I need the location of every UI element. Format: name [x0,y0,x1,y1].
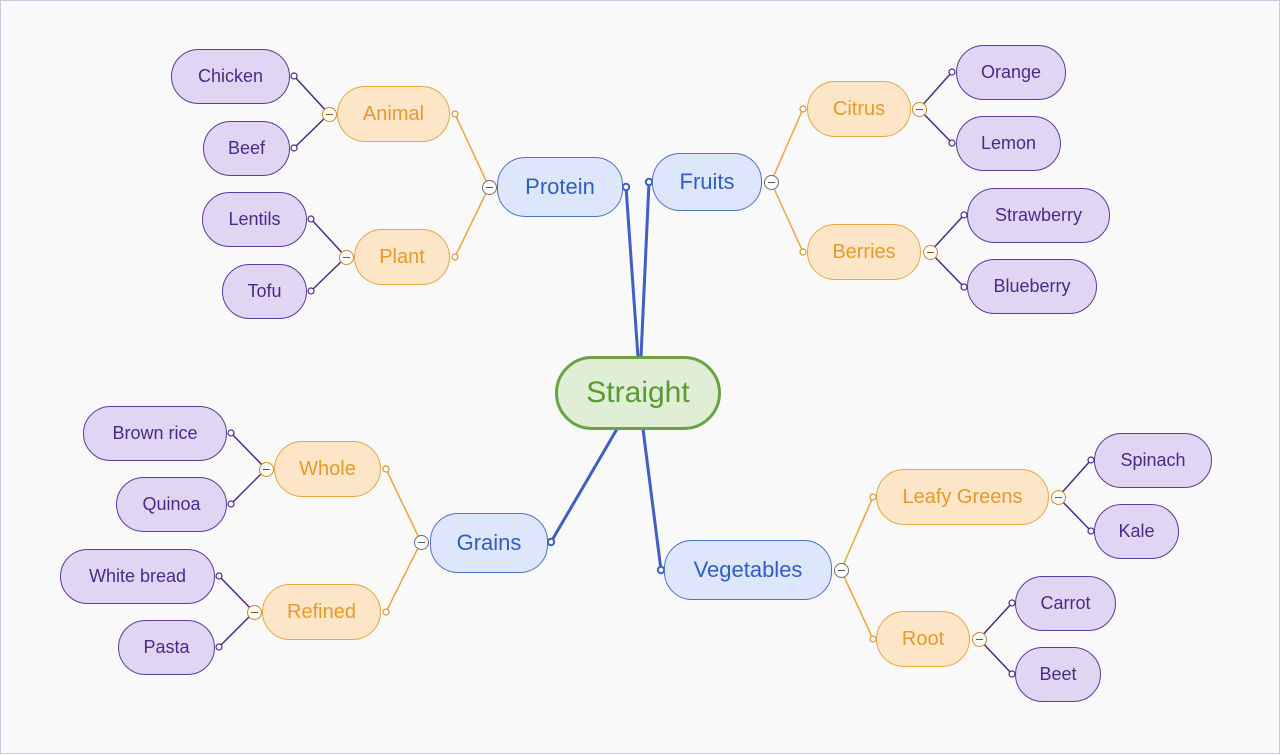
link-root-grains [549,428,619,543]
link-fruits-berries [770,181,804,253]
collapse-toggle-berries[interactable] [923,245,938,260]
link-dot [307,287,315,295]
link-dot [215,643,223,651]
link-plant-lentils [310,218,347,258]
link-protein-animal [454,113,490,188]
node-beef[interactable]: Beef [203,121,290,176]
link-dot [799,105,807,113]
node-plant[interactable]: Plant [354,229,450,285]
node-grains[interactable]: Grains [430,513,548,573]
collapse-toggle-protein[interactable] [482,180,497,195]
node-fruits[interactable]: Fruits [652,153,762,211]
link-animal-chicken [293,75,330,115]
node-orange[interactable]: Orange [956,45,1066,100]
link-veg-root [840,569,874,640]
link-dot [546,537,556,547]
link-dot [227,500,235,508]
link-protein-plant [454,186,490,258]
node-protein[interactable]: Protein [497,157,623,217]
node-berries[interactable]: Berries [807,224,921,280]
link-dot [451,253,459,261]
link-dot [451,110,459,118]
node-leafy-greens[interactable]: Leafy Greens [876,469,1049,525]
node-beet[interactable]: Beet [1015,647,1101,702]
link-root-vegetables [641,428,663,571]
link-grains-refined [385,541,422,613]
link-dot [948,68,956,76]
node-pasta[interactable]: Pasta [118,620,215,675]
node-chicken[interactable]: Chicken [171,49,290,104]
collapse-toggle-refined[interactable] [247,605,262,620]
node-blueberry[interactable]: Blueberry [967,259,1097,314]
link-root-fruits [639,181,651,358]
node-lentils[interactable]: Lentils [202,192,307,247]
link-dot [227,429,235,437]
node-root-veg[interactable]: Root [876,611,970,667]
collapse-toggle-fruits[interactable] [764,175,779,190]
link-root-protein [624,186,640,358]
link-whole-quinoa [230,468,267,505]
node-tofu[interactable]: Tofu [222,264,307,319]
node-vegetables[interactable]: Vegetables [664,540,832,600]
node-kale[interactable]: Kale [1094,504,1179,559]
node-spinach[interactable]: Spinach [1094,433,1212,488]
link-whole-brownrice [230,432,267,470]
collapse-toggle-vegetables[interactable] [834,563,849,578]
node-brown-rice[interactable]: Brown rice [83,406,227,461]
node-citrus[interactable]: Citrus [807,81,911,137]
link-dot [382,608,390,616]
link-grains-whole [385,468,422,543]
collapse-toggle-animal[interactable] [322,107,337,122]
root-node[interactable]: Straight [555,356,721,430]
node-refined[interactable]: Refined [262,584,381,640]
node-animal[interactable]: Animal [337,86,450,142]
link-refined-whitebread [218,575,255,613]
collapse-toggle-citrus[interactable] [912,102,927,117]
link-refined-pasta [218,611,255,648]
link-dot [621,182,631,192]
link-leafy-spinach [1057,459,1092,498]
link-dot [307,215,315,223]
node-lemon[interactable]: Lemon [956,116,1061,171]
collapse-toggle-plant[interactable] [339,250,354,265]
collapse-toggle-leafy-greens[interactable] [1051,490,1066,505]
link-dot [290,144,298,152]
link-dot [799,248,807,256]
collapse-toggle-whole[interactable] [259,462,274,477]
link-dot [290,72,298,80]
node-quinoa[interactable]: Quinoa [116,477,227,532]
link-veg-leafy [840,496,874,571]
link-fruits-citrus [770,108,804,183]
collapse-toggle-grains[interactable] [414,535,429,550]
link-dot [215,572,223,580]
node-white-bread[interactable]: White bread [60,549,215,604]
node-whole[interactable]: Whole [274,441,381,497]
collapse-toggle-root[interactable] [972,632,987,647]
link-berries-strawberry [929,214,965,253]
node-carrot[interactable]: Carrot [1015,576,1116,631]
link-dot [382,465,390,473]
node-strawberry[interactable]: Strawberry [967,188,1110,243]
link-citrus-orange [918,71,953,110]
link-dot [948,139,956,147]
